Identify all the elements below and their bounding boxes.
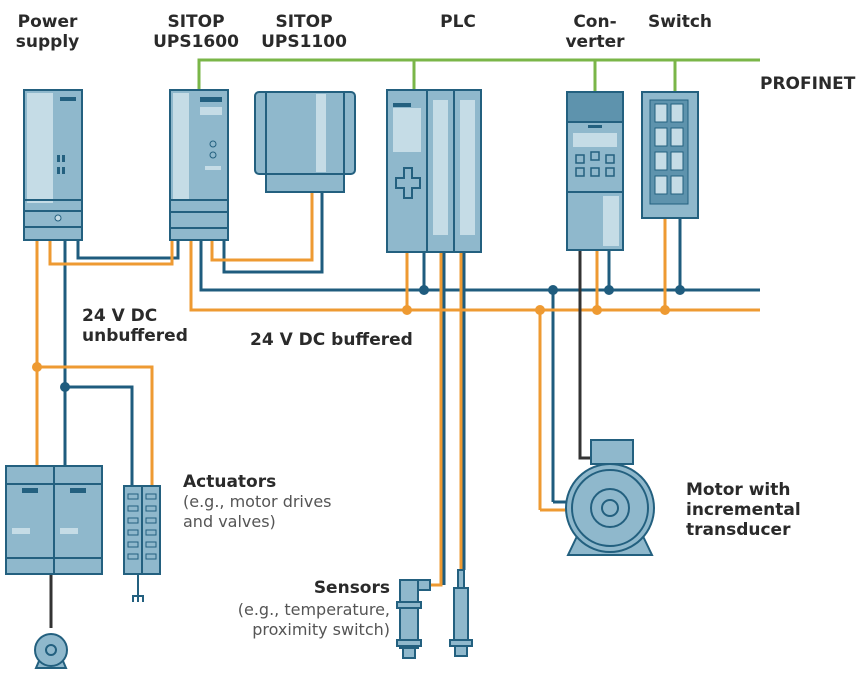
signal-wires bbox=[49, 250, 590, 628]
label-line: Power bbox=[17, 12, 78, 32]
unbuffered-wires bbox=[63, 192, 760, 585]
profinet-bus bbox=[197, 58, 760, 92]
proximity-sensor[interactable] bbox=[449, 569, 473, 657]
label-power-supply: Power supply bbox=[0, 12, 95, 52]
label-ups1600: SITOP UPS1600 bbox=[148, 12, 244, 52]
ups1100-device[interactable] bbox=[254, 91, 356, 193]
temperature-sensor[interactable] bbox=[396, 579, 431, 659]
label-line: incremental bbox=[686, 500, 801, 520]
switch-device[interactable] bbox=[641, 91, 699, 219]
label-buffered: 24 V DC buffered bbox=[250, 330, 413, 350]
label-actuators-desc: (e.g., motor drives and valves) bbox=[183, 492, 332, 532]
label-line: Motor with bbox=[686, 480, 791, 500]
label-sensors-title: Sensors bbox=[313, 578, 390, 598]
label-converter: Con- verter bbox=[560, 12, 630, 52]
label-switch: Switch bbox=[647, 12, 713, 32]
label-line: (e.g., temperature, bbox=[237, 600, 390, 619]
label-ups1100: SITOP UPS1100 bbox=[256, 12, 352, 52]
power-supply-device[interactable] bbox=[23, 89, 83, 241]
label-line: transducer bbox=[686, 520, 791, 540]
label-line: UPS1600 bbox=[153, 32, 239, 52]
label-line: UPS1100 bbox=[261, 32, 347, 52]
label-line: proximity switch) bbox=[252, 620, 390, 639]
label-line: Con- bbox=[573, 12, 617, 32]
label-line: SITOP bbox=[167, 12, 225, 32]
converter-device[interactable] bbox=[566, 91, 624, 251]
junction-dots bbox=[32, 285, 685, 392]
label-actuators-title: Actuators bbox=[183, 472, 277, 492]
contactor-block[interactable] bbox=[5, 465, 103, 575]
small-motor bbox=[34, 633, 68, 669]
label-plc: PLC bbox=[440, 12, 476, 32]
label-line: (e.g., motor drives bbox=[183, 492, 332, 511]
label-line: 24 V DC bbox=[82, 306, 158, 326]
label-line: SITOP bbox=[275, 12, 333, 32]
label-sensors-desc: (e.g., temperature, proximity switch) bbox=[190, 600, 390, 640]
label-line: supply bbox=[15, 32, 80, 52]
label-profinet: PROFINET bbox=[760, 74, 856, 94]
buffered-wires bbox=[35, 192, 760, 587]
plc-device[interactable] bbox=[386, 89, 482, 253]
valve-terminal[interactable] bbox=[123, 485, 161, 602]
label-motor: Motor with incremental transducer bbox=[686, 480, 801, 540]
ups1600-device[interactable] bbox=[169, 89, 229, 241]
label-line: verter bbox=[565, 32, 625, 52]
label-line: unbuffered bbox=[82, 326, 188, 346]
label-unbuffered: 24 V DC unbuffered bbox=[82, 306, 188, 346]
motor-with-transducer[interactable] bbox=[565, 439, 655, 556]
label-line: and valves) bbox=[183, 512, 276, 531]
